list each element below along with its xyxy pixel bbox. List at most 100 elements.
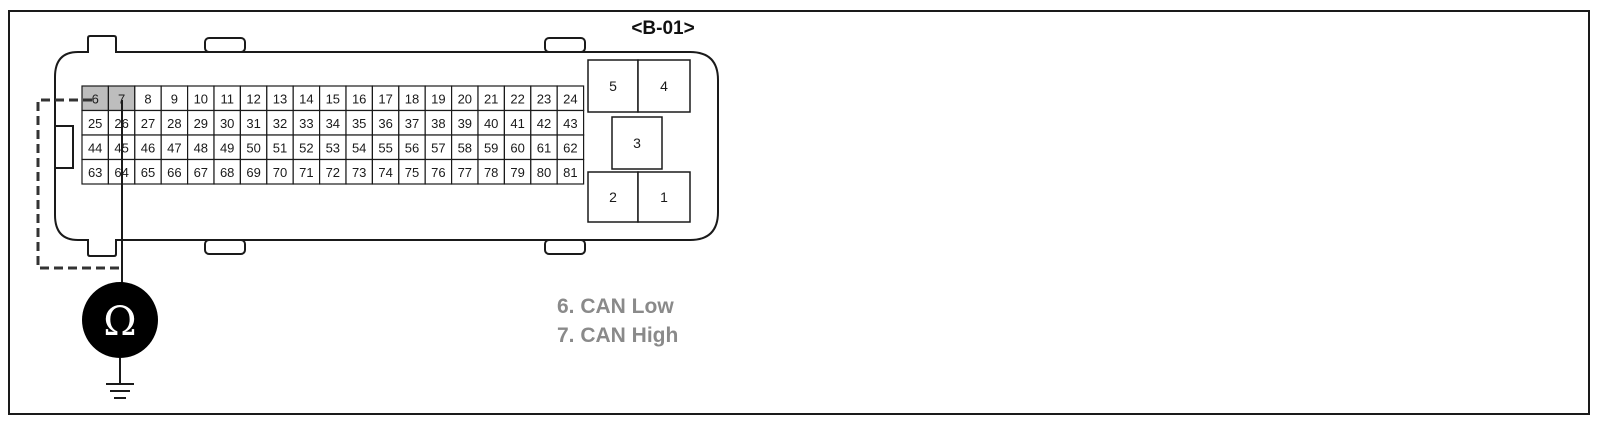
pin-label-55: 55	[378, 140, 392, 155]
pin-label-73: 73	[352, 165, 366, 180]
pin-cell	[398, 158, 426, 185]
pin-cell	[503, 158, 532, 185]
pin-cell	[239, 85, 268, 112]
pin-label-10: 10	[194, 91, 208, 106]
pin-label-46: 46	[141, 140, 155, 155]
pin-cell	[556, 158, 585, 185]
pin-label-56: 56	[405, 140, 419, 155]
ohm-symbol: Ω	[103, 299, 136, 345]
side-key	[54, 125, 74, 169]
large-pin-label: 4	[660, 78, 668, 94]
pin-label-20: 20	[458, 91, 472, 106]
pin-label-19: 19	[431, 91, 445, 106]
pin-label-50: 50	[246, 140, 260, 155]
pin-label-12: 12	[246, 91, 260, 106]
pin-label-34: 34	[326, 116, 340, 131]
pin-label-25: 25	[88, 116, 102, 131]
pin-label-30: 30	[220, 116, 234, 131]
pin-cell	[266, 109, 294, 136]
pin-label-61: 61	[537, 140, 551, 155]
pin-label-22: 22	[510, 91, 524, 106]
pin-cell	[530, 134, 558, 161]
pin-cell	[319, 158, 347, 185]
pin-cell	[556, 85, 585, 112]
pin-cell	[371, 109, 400, 136]
latch-tab-top-right	[544, 37, 586, 53]
pin-label-44: 44	[88, 140, 102, 155]
pin-label-60: 60	[510, 140, 524, 155]
pin-label-80: 80	[537, 165, 551, 180]
pin-cell	[424, 134, 453, 161]
pin-label-13: 13	[273, 91, 287, 106]
pin-cell	[451, 85, 479, 112]
pin-cell	[292, 158, 321, 185]
pin-label-37: 37	[405, 116, 419, 131]
pin-label-77: 77	[458, 165, 472, 180]
latch-tab-bottom-left	[204, 239, 246, 255]
pin-label-78: 78	[484, 165, 498, 180]
pin-cell	[292, 134, 321, 161]
large-pin-cell	[637, 59, 691, 113]
pin-label-75: 75	[405, 165, 419, 180]
diagram-frame	[8, 10, 1590, 415]
pin-cell	[239, 158, 268, 185]
pin-cell	[187, 134, 215, 161]
pin-label-79: 79	[510, 165, 524, 180]
pin-label-36: 36	[378, 116, 392, 131]
ohmmeter-icon	[82, 282, 158, 358]
pin-label-11: 11	[220, 91, 234, 106]
pin-label-71: 71	[299, 165, 313, 180]
pin-label-70: 70	[273, 165, 287, 180]
pin-label-29: 29	[194, 116, 208, 131]
pin-label-52: 52	[299, 140, 313, 155]
large-pin-block: 5 4 3 2 1	[587, 59, 691, 223]
pin-label-57: 57	[431, 140, 445, 155]
pin-cell	[345, 109, 373, 136]
pin-cell	[424, 158, 453, 185]
pin-cell	[160, 109, 189, 136]
pin-label-14: 14	[299, 91, 313, 106]
pin-label-24: 24	[563, 91, 577, 106]
pin-label-74: 74	[378, 165, 392, 180]
pin-label-72: 72	[326, 165, 340, 180]
pin-label-32: 32	[273, 116, 287, 131]
pin-cell	[451, 158, 479, 185]
pin-label-31: 31	[246, 116, 260, 131]
pin-cell	[187, 158, 215, 185]
small-pin-grid: 6789101112131415161718192021222324252627…	[81, 85, 585, 185]
pin-label-42: 42	[537, 116, 551, 131]
pin-cell	[292, 85, 321, 112]
large-pin-label: 5	[609, 78, 617, 94]
pin-label-43: 43	[563, 116, 577, 131]
large-pin-cell	[611, 116, 663, 170]
pin-cell	[556, 134, 585, 161]
pin-cell	[451, 134, 479, 161]
pin-label-66: 66	[167, 165, 181, 180]
pin-cell	[345, 85, 373, 112]
large-pin-label: 2	[609, 189, 617, 205]
pin-cell	[292, 109, 321, 136]
large-pin-label: 3	[633, 135, 641, 151]
pin-cell	[187, 109, 215, 136]
pin-label-21: 21	[484, 91, 498, 106]
pin-label-54: 54	[352, 140, 366, 155]
pin-label-63: 63	[88, 165, 102, 180]
large-pin-label: 1	[660, 189, 668, 205]
pin-label-67: 67	[194, 165, 208, 180]
latch-tab-bottom-right	[544, 239, 586, 255]
pin-label-47: 47	[167, 140, 181, 155]
large-pin-cell	[587, 59, 639, 113]
large-pin-cell	[637, 171, 691, 223]
pin-label-16: 16	[352, 91, 366, 106]
pin-label-76: 76	[431, 165, 445, 180]
pin-label-9: 9	[171, 91, 178, 106]
ground-icon	[106, 358, 134, 399]
legend-item-can-low: 6. CAN Low	[557, 295, 674, 318]
pin-label-41: 41	[510, 116, 524, 131]
pin-cell	[266, 158, 294, 185]
pin-cell	[556, 109, 585, 136]
pin-label-65: 65	[141, 165, 155, 180]
pin-label-49: 49	[220, 140, 234, 155]
pin-label-18: 18	[405, 91, 419, 106]
